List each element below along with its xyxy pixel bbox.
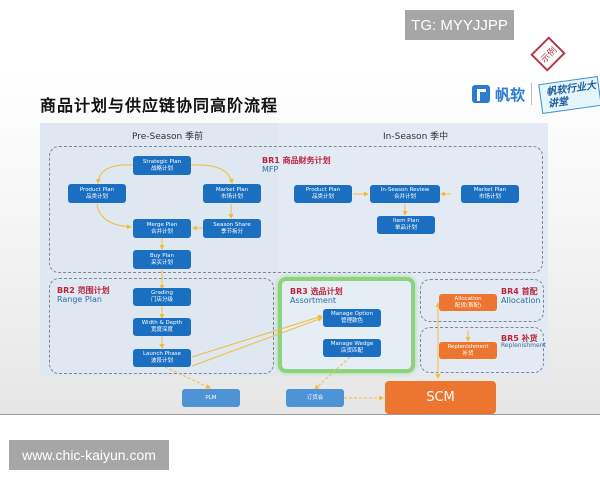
example-stamp: 示例 xyxy=(530,36,566,72)
br3-subtitle: Assortment xyxy=(290,296,337,305)
node-replenishment[interactable]: Replenishment 补货 xyxy=(439,342,497,359)
br1-subtitle: MFP xyxy=(262,165,279,174)
region-br5-replenishment xyxy=(420,327,544,373)
node-label-zh: 波段计划 xyxy=(150,358,173,364)
node-label-en: Manage Wedge xyxy=(330,341,374,347)
node-label-en: PLM xyxy=(205,394,217,401)
node-label-zh: 补货 xyxy=(462,350,474,357)
node-label-zh: 订货会 xyxy=(306,394,324,401)
node-label-zh: 采买计划 xyxy=(150,259,173,266)
node-label-en: Product Plan xyxy=(305,187,341,193)
node-label-en: Replenishment xyxy=(447,343,489,350)
node-label-en: Launch Phase xyxy=(142,351,182,357)
in-season-label: In-Season 季中 xyxy=(383,132,449,142)
node-label-en: Buy Plan xyxy=(150,252,174,259)
node-product-plan-in[interactable]: Product Plan 品类计划 xyxy=(294,185,352,203)
node-label-zh: 品类计划 xyxy=(85,193,108,200)
node-label-zh: 市场计划 xyxy=(220,193,243,200)
node-label-zh: 店货匹配 xyxy=(340,348,363,354)
node-label-zh: 宽度深度 xyxy=(150,327,173,333)
node-label-en: Strategic Plan xyxy=(142,158,182,165)
node-buy-plan[interactable]: Buy Plan 采买计划 xyxy=(133,250,191,269)
node-item-plan[interactable]: Item Plan 单品计划 xyxy=(377,216,435,234)
br2-subtitle: Range Plan xyxy=(57,295,102,304)
lecture-badge: 帆软行业大讲堂 xyxy=(538,75,600,115)
node-season-share[interactable]: Season Share 季节拆分 xyxy=(203,219,261,238)
slide-title: 商品计划与供应链协同高阶流程 xyxy=(40,96,279,115)
node-label-en: Product Plan xyxy=(79,186,115,193)
node-label-zh: 配货(首配) xyxy=(454,302,482,309)
node-label-en: Grading xyxy=(151,290,173,296)
node-label-en: SCM xyxy=(426,390,455,405)
node-label-en: Market Plan xyxy=(215,186,249,193)
watermark-top: TG: MYYJJPP xyxy=(405,10,514,40)
node-product-plan-pre[interactable]: Product Plan 品类计划 xyxy=(68,184,126,203)
node-grading[interactable]: Grading 门店分级 xyxy=(133,288,191,306)
br1-title: BR1 商品财务计划 xyxy=(262,156,331,165)
node-label-en: Season Share xyxy=(213,221,251,228)
node-label-en: Allocation xyxy=(454,295,482,302)
node-label-en: Merge Plan xyxy=(146,221,178,228)
node-label-zh: 战略计划 xyxy=(150,165,173,172)
node-label-zh: 季节拆分 xyxy=(220,228,243,235)
node-label-zh: 门店分级 xyxy=(150,297,173,303)
node-inseason-review[interactable]: In-Season Review 合并计划 xyxy=(370,185,440,203)
node-label-zh: 合并计划 xyxy=(150,228,173,235)
node-label-en: In-Season Review xyxy=(380,187,430,193)
region-br4-allocation xyxy=(420,279,544,322)
node-merge-plan[interactable]: Merge Plan 合并计划 xyxy=(133,219,191,238)
logo-divider xyxy=(531,83,533,105)
fanruan-logo: 帆软 xyxy=(472,83,533,105)
watermark-bottom: www.chic-kaiyun.com xyxy=(9,440,169,470)
br4-subtitle: Allocation xyxy=(501,296,541,305)
node-label-zh: 单品计划 xyxy=(394,225,417,231)
node-label-en: Manage Option xyxy=(331,311,373,317)
br2-title: BR2 范围计划 xyxy=(57,286,110,295)
node-label-zh: 品类计划 xyxy=(311,194,334,200)
node-launch-phase[interactable]: Launch Phase 波段计划 xyxy=(133,349,191,367)
node-manage-option[interactable]: Manage Option 管理款色 xyxy=(323,309,381,327)
node-allocation[interactable]: Allocation 配货(首配) xyxy=(439,294,497,311)
node-manage-wedge[interactable]: Manage Wedge 店货匹配 xyxy=(323,339,381,357)
logo-brand-text: 帆软 xyxy=(495,85,526,104)
pre-season-label: Pre-Season 季前 xyxy=(132,132,204,142)
node-label-en: Item Plan xyxy=(393,218,419,224)
node-width-depth[interactable]: Width & Depth 宽度深度 xyxy=(133,318,191,336)
br4-title: BR4 首配 xyxy=(501,287,538,296)
br5-subtitle: Replenishment xyxy=(501,342,546,349)
node-label-zh: 市场计划 xyxy=(478,194,501,200)
node-plm[interactable]: PLM xyxy=(182,389,240,407)
node-market-plan-in[interactable]: Market Plan 市场计划 xyxy=(461,185,519,203)
br3-title: BR3 选品计划 xyxy=(290,287,343,296)
br5-title: BR5 补货 xyxy=(501,334,538,343)
node-scm[interactable]: SCM xyxy=(385,381,496,414)
node-label-en: Market Plan xyxy=(473,187,507,193)
node-strategic-plan[interactable]: Strategic Plan 战略计划 xyxy=(133,156,191,175)
node-label-zh: 合并计划 xyxy=(393,194,416,200)
fanruan-logo-icon xyxy=(472,85,490,103)
node-order-fair[interactable]: 订货会 xyxy=(286,389,344,407)
node-label-en: Width & Depth xyxy=(141,320,183,326)
region-br1-mfp xyxy=(49,146,543,273)
node-market-plan-pre[interactable]: Market Plan 市场计划 xyxy=(203,184,261,203)
node-label-zh: 管理款色 xyxy=(340,318,363,324)
